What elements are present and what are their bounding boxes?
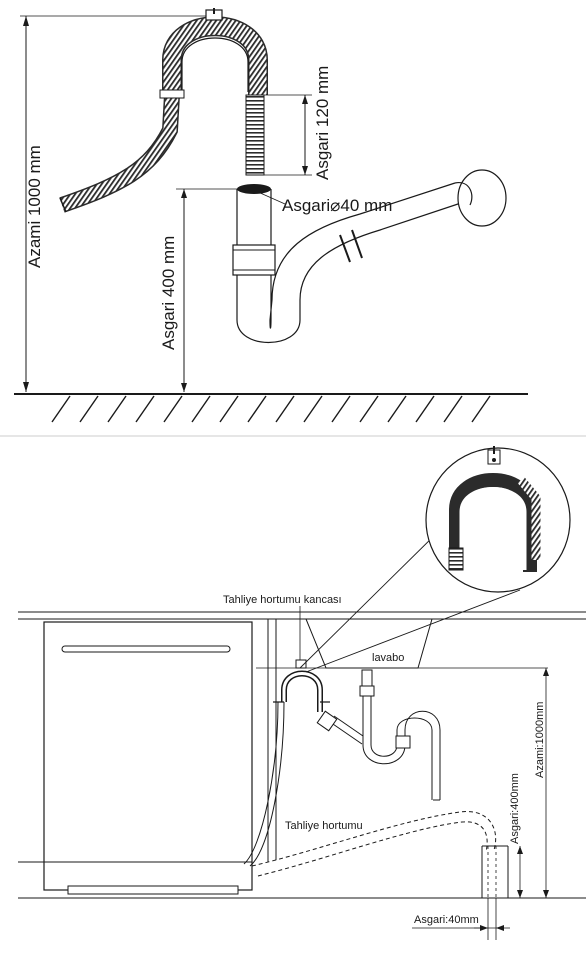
standpipe <box>481 845 509 898</box>
sink <box>256 618 548 801</box>
min-height-dimension <box>176 188 240 392</box>
countertop <box>18 611 586 620</box>
sink-label: lavabo <box>372 652 404 664</box>
floor <box>14 393 528 423</box>
hose-label: Tahliye hortumu <box>285 820 363 832</box>
max-height-label: Azami 1000 mm <box>25 145 44 268</box>
dashed-hose-path <box>251 811 497 877</box>
bottom-min-height-label: Asgari:400mm <box>509 773 521 844</box>
hose-hook <box>162 8 268 95</box>
standpipe-trap <box>232 169 507 344</box>
bottom-diagram: lavabo Tahliye hortumu <box>18 446 586 940</box>
max-height-dimension <box>20 15 220 392</box>
hose-with-hook <box>243 659 330 867</box>
detail-zoom <box>299 446 571 673</box>
min-diameter-label: Asgari⌀40 mm <box>282 196 392 215</box>
min-hose-dimension <box>264 94 312 176</box>
dishwasher <box>18 621 253 895</box>
bottom-max-height-dimension <box>543 668 549 898</box>
bottom-max-height-label: Azami:1000mm <box>534 702 546 778</box>
min-height-label: Asgari 400 mm <box>159 236 178 350</box>
min-depth-dimension <box>412 898 510 940</box>
min-hose-label: Asgari 120 mm <box>313 66 332 180</box>
inlet-hose <box>59 94 180 213</box>
drain-hose-end <box>159 89 265 176</box>
bottom-min-height-dimension <box>517 846 523 898</box>
hook-label: Tahliye hortumu kancası <box>223 594 342 606</box>
top-diagram: Azami 1000 mm Asgari 120 mm <box>14 8 528 423</box>
min-depth-label: Asgari:40mm <box>414 914 479 926</box>
